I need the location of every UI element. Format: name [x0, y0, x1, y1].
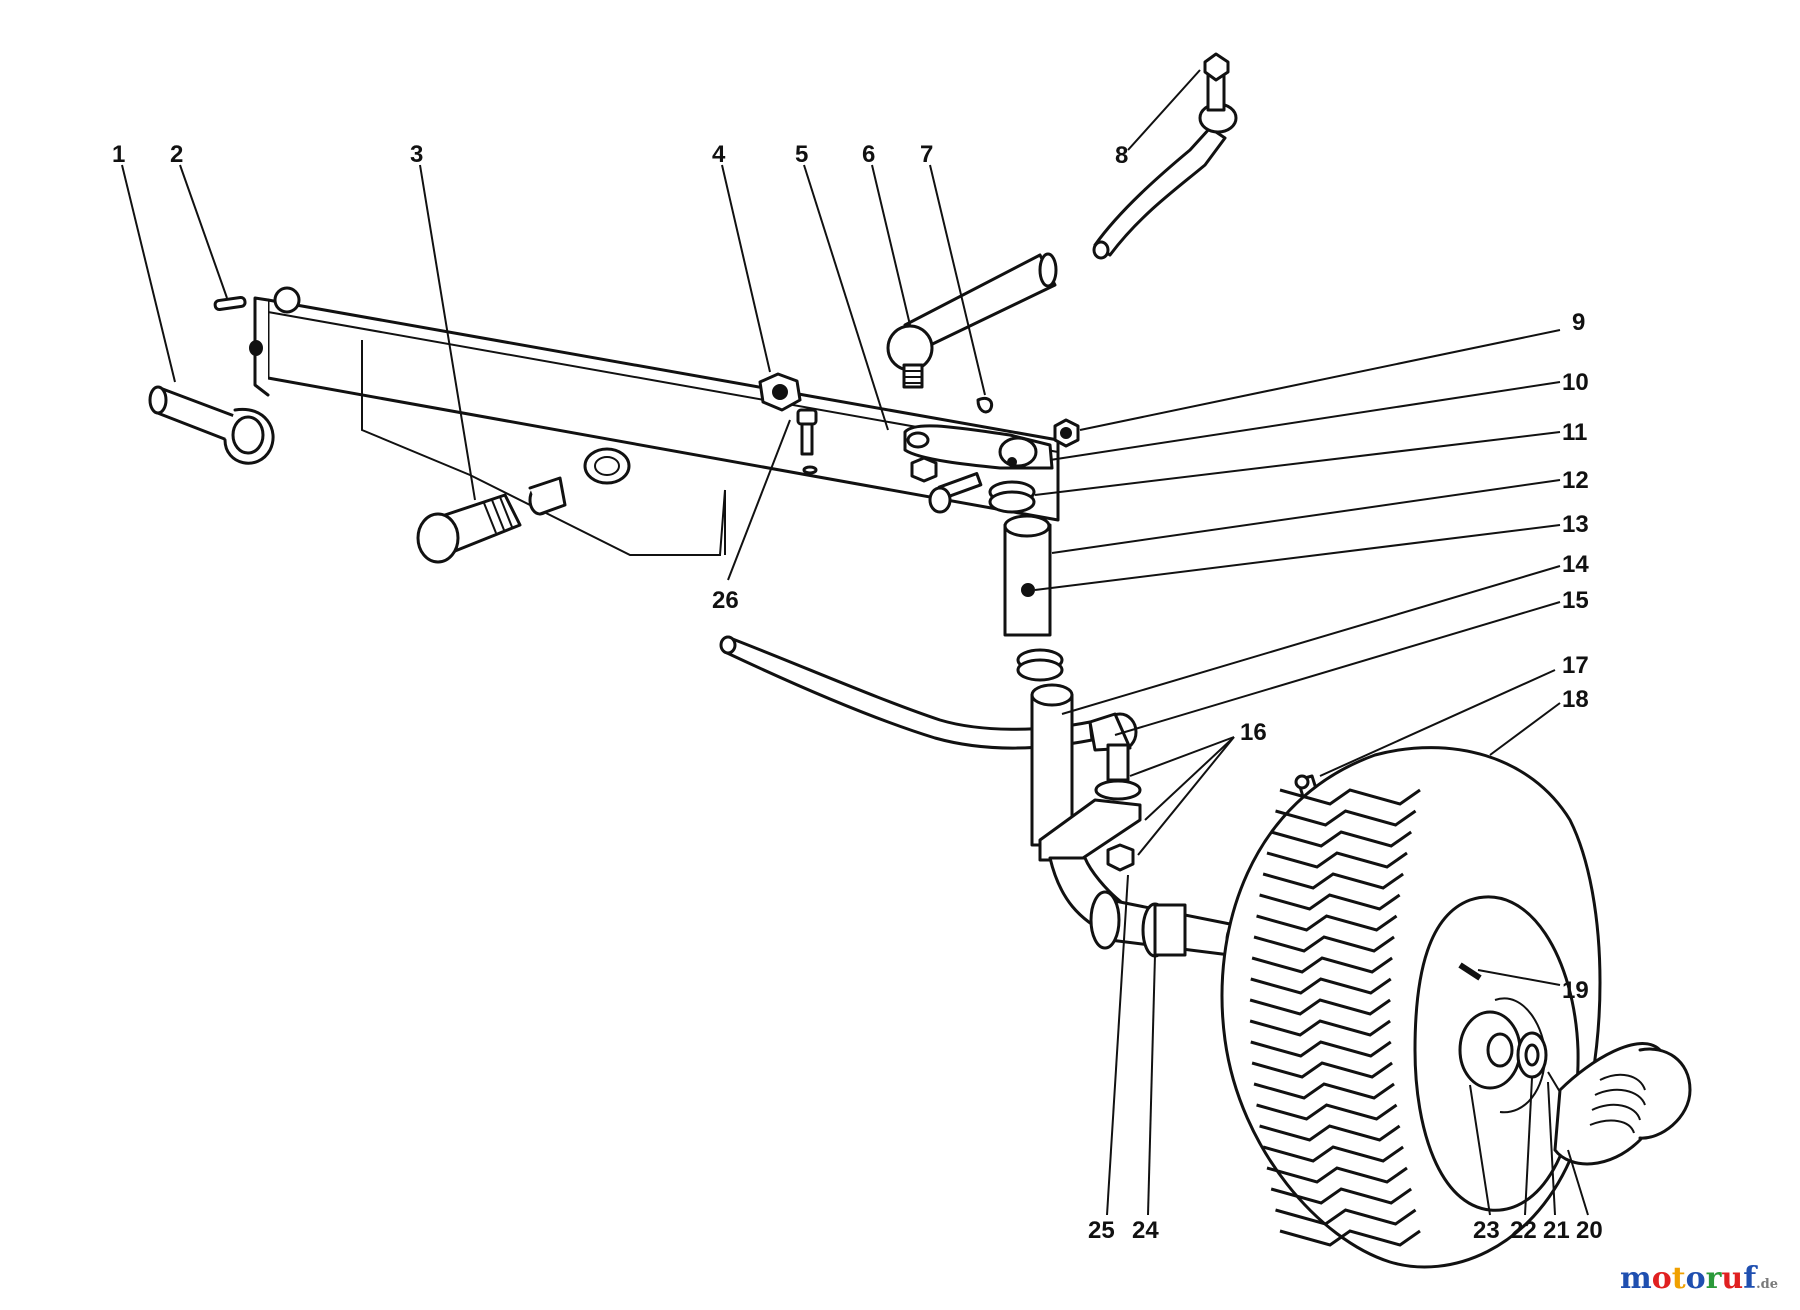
tread-chevron [1266, 1166, 1408, 1184]
tread-chevron [1250, 977, 1392, 995]
tread-chevron [1251, 1061, 1393, 1079]
cotter-pin-21 [1547, 1071, 1561, 1093]
tread-chevron [1249, 1019, 1391, 1037]
stud-with-washers [1094, 743, 1142, 872]
tread-chevron [1253, 1082, 1395, 1100]
tread-chevron [1253, 935, 1395, 953]
watermark-letter: t [1671, 1261, 1686, 1296]
tread-chevron [1279, 1229, 1421, 1247]
part-label: 1 [112, 141, 125, 168]
part-label: 2 [170, 141, 183, 168]
part-label: 23 [1473, 1217, 1500, 1244]
tread-chevron [1259, 1124, 1401, 1142]
pivot-pin-with-hook [148, 385, 275, 465]
part-label: 13 [1562, 511, 1589, 538]
part-label: 10 [1562, 369, 1589, 396]
part-label: 3 [410, 141, 423, 168]
tie-rod [719, 635, 1138, 752]
part-label: 22 [1510, 1217, 1537, 1244]
front-wheel-tire [1220, 746, 1602, 1269]
part-label: 15 [1562, 587, 1589, 614]
part-label: 24 [1132, 1217, 1159, 1244]
leader-lines [121, 69, 1589, 1216]
tread-chevron [1279, 788, 1421, 806]
site-watermark: motoruf.de [1620, 1261, 1778, 1296]
watermark-letter: u [1721, 1261, 1744, 1296]
watermark-letter: f [1743, 1261, 1757, 1296]
tread-chevron [1275, 809, 1417, 827]
bearing-upper [988, 480, 1036, 514]
cotter-key [976, 396, 994, 414]
watermark-letter: o [1651, 1261, 1672, 1296]
tread-chevron [1256, 1103, 1398, 1121]
tire-tread [1249, 788, 1421, 1247]
steering-spindle [1030, 683, 1249, 958]
lock-nut-upper [910, 456, 938, 483]
part-label: 19 [1562, 977, 1589, 1004]
part-label: 26 [712, 587, 739, 614]
watermark-letter: m [1619, 1261, 1652, 1296]
part-label: 5 [795, 141, 808, 168]
part-label: 9 [1572, 309, 1585, 336]
part-label: 12 [1562, 467, 1589, 494]
part-label: 11 [1562, 419, 1587, 446]
tread-chevron [1259, 893, 1401, 911]
part-labels: 1 2 3 4 5 6 7 8 9 10 11 12 13 14 15 16 1… [112, 141, 1603, 1244]
tread-chevron [1270, 830, 1413, 848]
part-label: 21 [1543, 1217, 1570, 1244]
part-label: 4 [712, 141, 726, 168]
roll-pin [213, 295, 247, 312]
watermark-letter: r [1705, 1261, 1722, 1296]
part-label: 8 [1115, 142, 1128, 169]
part-label: 16 [1240, 719, 1267, 746]
tread-chevron [1275, 1208, 1417, 1226]
tread-chevron [1262, 1145, 1404, 1163]
hub-cap [1553, 1042, 1692, 1166]
spindle-tube [1003, 514, 1052, 637]
watermark-letter: o [1685, 1261, 1706, 1296]
watermark-suffix: .de [1756, 1277, 1778, 1292]
tread-chevron [1249, 998, 1391, 1016]
tread-chevron [1262, 872, 1404, 890]
hex-nut-9 [1053, 418, 1080, 448]
part-label: 17 [1562, 652, 1589, 679]
part-label: 18 [1562, 686, 1589, 713]
tread-chevron [1256, 914, 1398, 932]
tread-chevron [1251, 956, 1393, 974]
bolt-5 [928, 472, 983, 514]
part-label: 6 [862, 141, 875, 168]
tie-rod-end [1092, 52, 1238, 260]
part-label: 14 [1562, 551, 1589, 578]
small-bolt [796, 408, 818, 475]
bearing-lower [1016, 648, 1064, 682]
tread-chevron [1266, 851, 1408, 869]
tread-chevron [1270, 1187, 1413, 1205]
part-label: 20 [1576, 1217, 1603, 1244]
part-label: 25 [1088, 1217, 1115, 1244]
hex-nut [758, 372, 802, 412]
part-label: 7 [920, 141, 933, 168]
tread-chevron [1250, 1040, 1392, 1058]
washer-22 [1516, 1031, 1548, 1079]
pivot-bolt [416, 476, 567, 564]
drag-link [886, 252, 1058, 389]
